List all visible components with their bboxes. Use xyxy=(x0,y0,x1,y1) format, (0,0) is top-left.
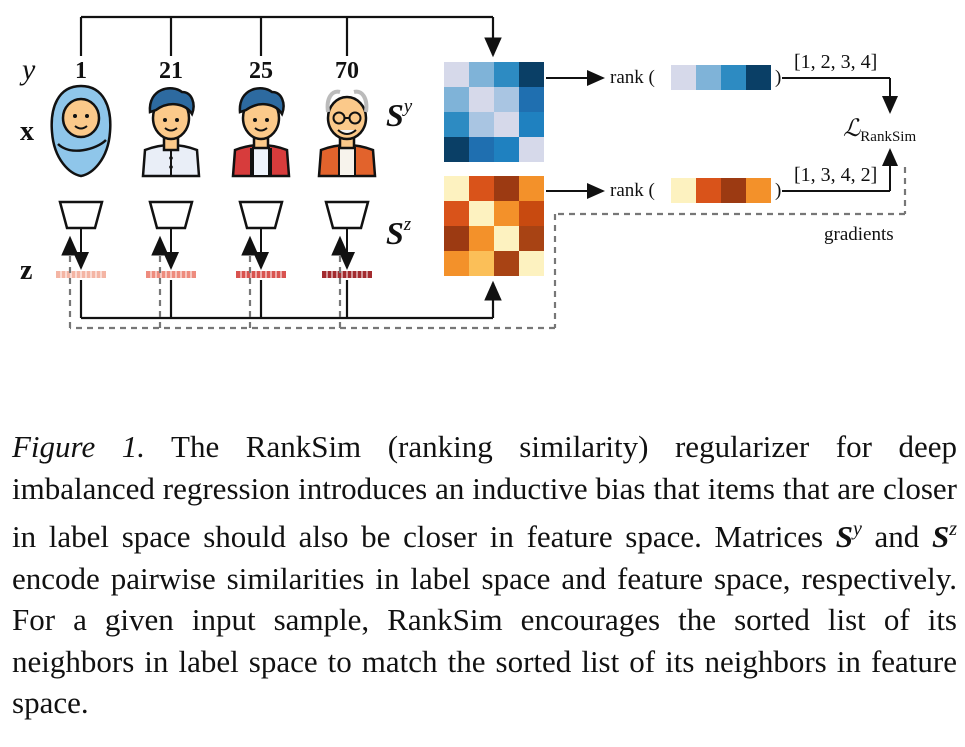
sy-cell-3-3 xyxy=(519,137,544,162)
sy-cell-1-3 xyxy=(519,87,544,112)
feature-bus xyxy=(79,280,502,320)
figure-caption: Figure 1. The RankSim (ranking similarit… xyxy=(12,426,957,724)
sy-cell-2-1 xyxy=(469,112,494,137)
row-label-z: z xyxy=(20,255,32,286)
sz-rank-cell-2 xyxy=(721,178,746,203)
sy-cell-2-0 xyxy=(444,112,469,137)
sz-cell-2-0 xyxy=(444,226,469,251)
sz-rank-cell-1 xyxy=(696,178,721,203)
sy-matrix-label: Sy xyxy=(386,96,413,133)
sz-cell-3-1 xyxy=(469,251,494,276)
row-label-y: y xyxy=(19,53,36,86)
sy-cell-2-2 xyxy=(494,112,519,137)
young-man-icon xyxy=(141,87,201,178)
sy-rank-cell-2 xyxy=(721,65,746,90)
sz-rank-cell-3 xyxy=(746,178,771,203)
sy-cell-2-3 xyxy=(519,112,544,137)
sy-rank-cell-3 xyxy=(746,65,771,90)
sz-cell-0-2 xyxy=(494,176,519,201)
encoder-arrows xyxy=(73,229,355,270)
label-similarity-matrix xyxy=(444,62,544,162)
elderly-man-icon xyxy=(317,89,377,178)
sz-cell-3-2 xyxy=(494,251,519,276)
encoder-3 xyxy=(238,200,284,230)
sy-cell-3-0 xyxy=(444,137,469,162)
sy-cell-0-3 xyxy=(519,62,544,87)
gradients-label: gradients xyxy=(824,224,894,245)
encoder-4 xyxy=(324,200,370,230)
sy-cell-0-1 xyxy=(469,62,494,87)
label-rank-row xyxy=(671,65,771,90)
sz-cell-2-1 xyxy=(469,226,494,251)
ranksim-diagram: y x z 1 21 25 70 xyxy=(19,15,916,330)
sy-cell-1-1 xyxy=(469,87,494,112)
sy-cell-1-0 xyxy=(444,87,469,112)
figure-number: Figure 1. xyxy=(12,429,146,464)
embedding-bars xyxy=(56,271,372,278)
ranksim-loss-label: ℒRankSim xyxy=(843,116,916,145)
sz-cell-2-2 xyxy=(494,226,519,251)
rank-arrows xyxy=(546,70,605,199)
man-icon xyxy=(231,87,291,178)
rank-label-top: rank ( xyxy=(610,67,655,88)
rank-close-top: ) xyxy=(775,67,781,88)
rank-label-bottom: rank ( xyxy=(610,180,655,201)
sy-cell-0-0 xyxy=(444,62,469,87)
sy-cell-3-1 xyxy=(469,137,494,162)
encoder-group xyxy=(58,200,370,230)
caption-symbol-sz-sup: z xyxy=(949,518,957,540)
label-bus xyxy=(79,15,502,58)
sz-cell-3-0 xyxy=(444,251,469,276)
sz-cell-1-3 xyxy=(519,201,544,226)
sz-cell-0-0 xyxy=(444,176,469,201)
gradient-path xyxy=(61,167,907,330)
feature-similarity-matrix xyxy=(444,176,544,276)
age-label-70: 70 xyxy=(335,58,359,84)
baby-icon xyxy=(50,84,112,178)
sz-cell-2-3 xyxy=(519,226,544,251)
sz-cell-0-3 xyxy=(519,176,544,201)
row-label-x: x xyxy=(20,116,34,147)
caption-text-3: encode pairwise similarities in label sp… xyxy=(12,560,957,721)
sz-rank-cell-0 xyxy=(671,178,696,203)
sy-rank-cell-1 xyxy=(696,65,721,90)
caption-symbol-sz: S xyxy=(931,519,950,554)
caption-symbol-sy: S xyxy=(835,519,853,554)
sy-cell-3-2 xyxy=(494,137,519,162)
sz-cell-3-3 xyxy=(519,251,544,276)
rank-list-bottom: [1, 3, 4, 2] xyxy=(794,164,877,186)
sy-cell-1-2 xyxy=(494,87,519,112)
sy-cell-0-2 xyxy=(494,62,519,87)
feature-rank-row xyxy=(671,178,771,203)
sz-cell-1-1 xyxy=(469,201,494,226)
caption-symbol-sy-sup: y xyxy=(852,518,862,540)
sy-rank-cell-0 xyxy=(671,65,696,90)
age-label-21: 21 xyxy=(159,58,183,84)
rank-close-bottom: ) xyxy=(775,180,781,201)
sz-cell-1-0 xyxy=(444,201,469,226)
caption-text-1: The RankSim (ranking similarity) regular… xyxy=(12,429,957,554)
encoder-2 xyxy=(148,200,194,230)
age-label-25: 25 xyxy=(249,58,273,84)
encoder-1 xyxy=(58,200,104,230)
sz-matrix-label: Sz xyxy=(386,214,412,251)
age-label-1: 1 xyxy=(75,58,87,84)
caption-text-2: and xyxy=(861,519,932,554)
sz-cell-1-2 xyxy=(494,201,519,226)
rank-list-top: [1, 2, 3, 4] xyxy=(794,51,877,73)
sz-cell-0-1 xyxy=(469,176,494,201)
